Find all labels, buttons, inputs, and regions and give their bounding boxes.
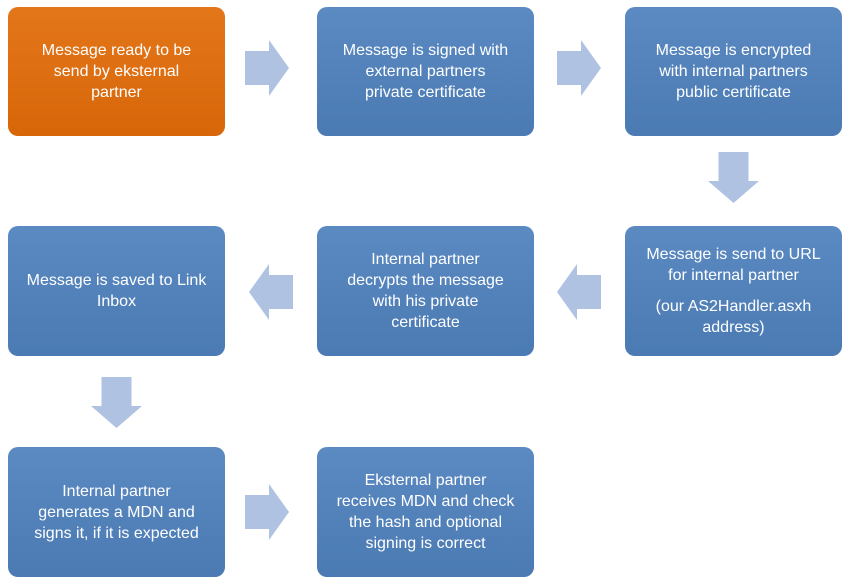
flow-step-4-sublabel: (our AS2Handler.asxh address) <box>655 298 812 336</box>
flow-step-7-label: Internal partner generates a MDN and sig… <box>34 482 199 542</box>
flow-step-3-label: Message is encrypted with internal partn… <box>655 42 812 101</box>
down-arrow-icon <box>91 377 142 428</box>
right-arrow-icon <box>245 40 289 96</box>
right-arrow-icon <box>245 484 289 540</box>
right-arrow-icon <box>557 40 601 96</box>
flow-step-8-receives-mdn: Eksternal partner receives MDN and check… <box>317 447 534 577</box>
flow-step-8-label: Eksternal partner receives MDN and check… <box>336 472 515 552</box>
down-arrow-icon <box>708 152 759 203</box>
flow-step-5-label: Internal partner decrypts the message wi… <box>347 251 504 331</box>
flow-step-4-message-send-to-url: Message is send to URL for internal part… <box>625 226 842 356</box>
flow-step-2-label: Message is signed with external partners… <box>342 42 509 101</box>
left-arrow-icon <box>249 264 293 320</box>
left-arrow-icon <box>557 264 601 320</box>
flow-step-1-message-ready: Message ready to be send by eksternal pa… <box>8 7 225 136</box>
flow-step-5-partner-decrypts: Internal partner decrypts the message wi… <box>317 226 534 356</box>
flow-step-1-label: Message ready to be send by eksternal pa… <box>41 42 192 101</box>
flow-step-2-message-signed: Message is signed with external partners… <box>317 7 534 136</box>
flow-step-6-label: Message is saved to Link Inbox <box>26 272 207 310</box>
flow-step-7-generates-mdn: Internal partner generates a MDN and sig… <box>8 447 225 577</box>
flow-step-6-saved-to-link-inbox: Message is saved to Link Inbox <box>8 226 225 356</box>
flow-step-4-label: Message is send to URL for internal part… <box>646 246 821 284</box>
flow-step-3-message-encrypted: Message is encrypted with internal partn… <box>625 7 842 136</box>
